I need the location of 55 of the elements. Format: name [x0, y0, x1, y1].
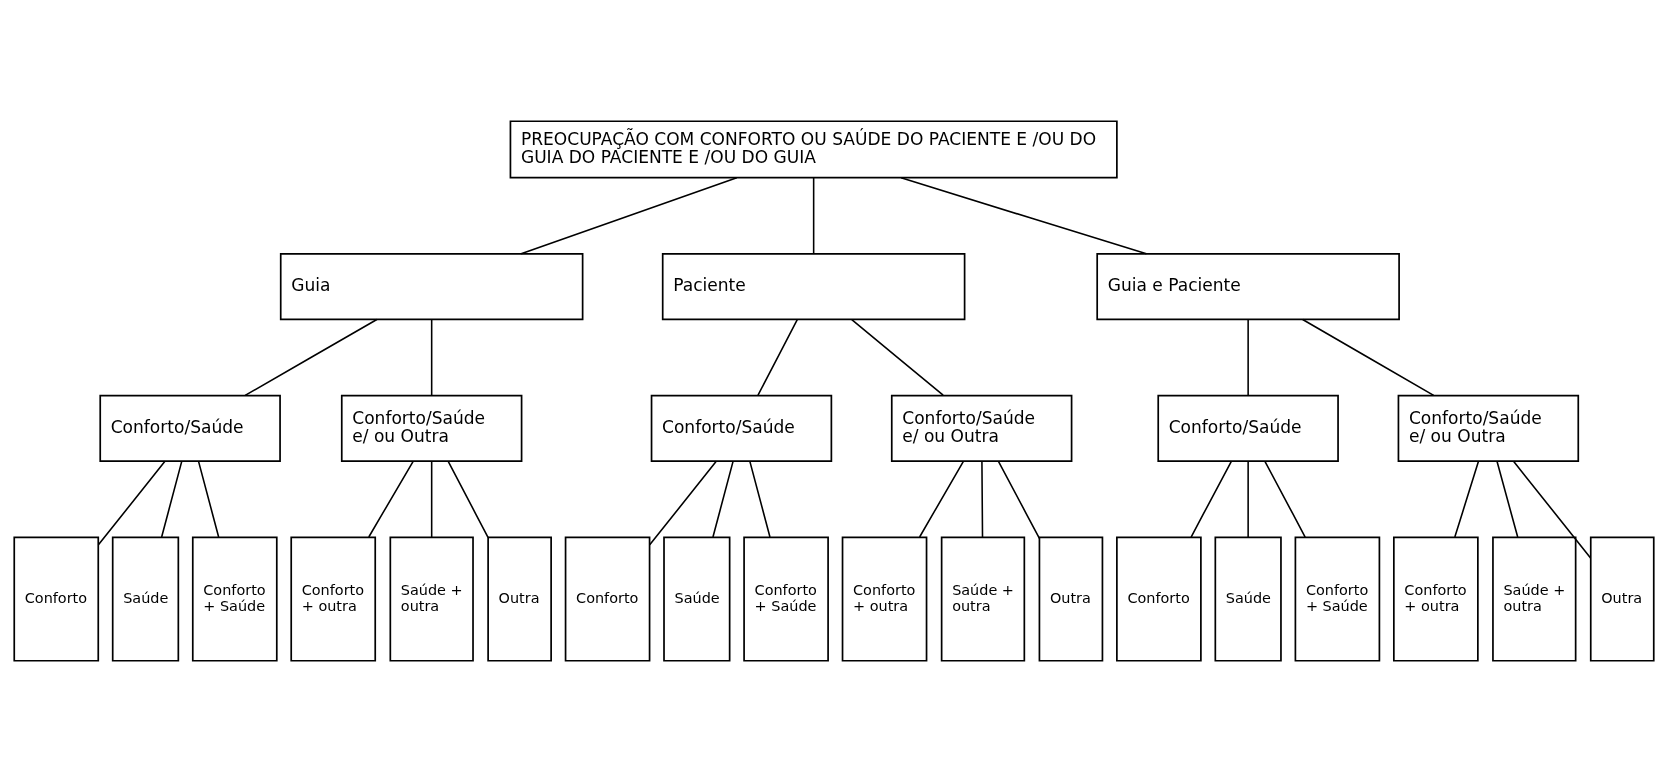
- connector: [430, 318, 433, 396]
- connector: [1301, 318, 1435, 396]
- connector: [430, 460, 433, 538]
- node-box: Conforto/Saúde: [1157, 394, 1339, 462]
- connector: [520, 176, 738, 255]
- node-box: Conforto: [13, 536, 100, 662]
- connector: [160, 460, 183, 538]
- node-box: Conforto + outra: [1393, 536, 1479, 662]
- connector: [757, 318, 799, 396]
- connector: [97, 460, 166, 546]
- connector: [1512, 460, 1592, 559]
- connector: [1264, 460, 1306, 538]
- node-box: Conforto + Saúde: [1294, 536, 1381, 662]
- node-box: Guia: [279, 252, 584, 320]
- node-box: PREOCUPAÇÃO COM CONFORTO OU SAÚDE DO PACIENTE E /OU DO GUIA DO PACIENTE E /OU DO GUIA: [509, 119, 1118, 179]
- connector: [1496, 460, 1519, 538]
- connector: [749, 460, 771, 538]
- connector: [981, 460, 984, 538]
- connector: [1190, 460, 1233, 538]
- connector: [812, 176, 815, 254]
- node-box: Conforto: [1116, 536, 1202, 662]
- node-box: Paciente: [661, 252, 966, 320]
- connector: [851, 318, 944, 396]
- node-box: Saúde + outra: [940, 536, 1026, 662]
- connector: [648, 460, 718, 546]
- node-box: Guia e Paciente: [1096, 252, 1400, 320]
- node-box: Saúde: [663, 536, 731, 662]
- connector: [918, 460, 965, 538]
- node-box: Conforto/Saúde e/ ou Outra: [340, 394, 523, 462]
- connector: [712, 460, 734, 538]
- node-box: Saúde: [1214, 536, 1282, 662]
- connector: [997, 460, 1041, 539]
- node-box: Saúde + outra: [389, 536, 474, 662]
- connector: [368, 460, 414, 538]
- connector: [1247, 460, 1249, 538]
- connector: [244, 318, 378, 396]
- node-box: Conforto/Saúde: [99, 394, 281, 462]
- node-box: Conforto/Saúde: [650, 394, 833, 462]
- connector: [1454, 460, 1480, 538]
- connector: [1247, 318, 1249, 396]
- node-box: Conforto + outra: [290, 536, 377, 662]
- node-box: Saúde + outra: [1492, 536, 1577, 662]
- node-box: Conforto + Saúde: [743, 536, 829, 662]
- node-box: Conforto + outra: [841, 536, 928, 662]
- node-box: Saúde: [111, 536, 180, 662]
- node-box: Outra: [1038, 536, 1104, 662]
- node-box: Conforto/Saúde e/ ou Outra: [1397, 394, 1580, 462]
- node-box: Conforto + Saúde: [191, 536, 278, 662]
- node-box: Outra: [487, 536, 552, 662]
- connector: [197, 460, 220, 538]
- node-box: Conforto/Saúde e/ ou Outra: [890, 394, 1073, 462]
- connector: [447, 460, 489, 538]
- connector: [900, 176, 1148, 255]
- node-box: Outra: [1589, 536, 1655, 662]
- node-box: Conforto: [564, 536, 651, 662]
